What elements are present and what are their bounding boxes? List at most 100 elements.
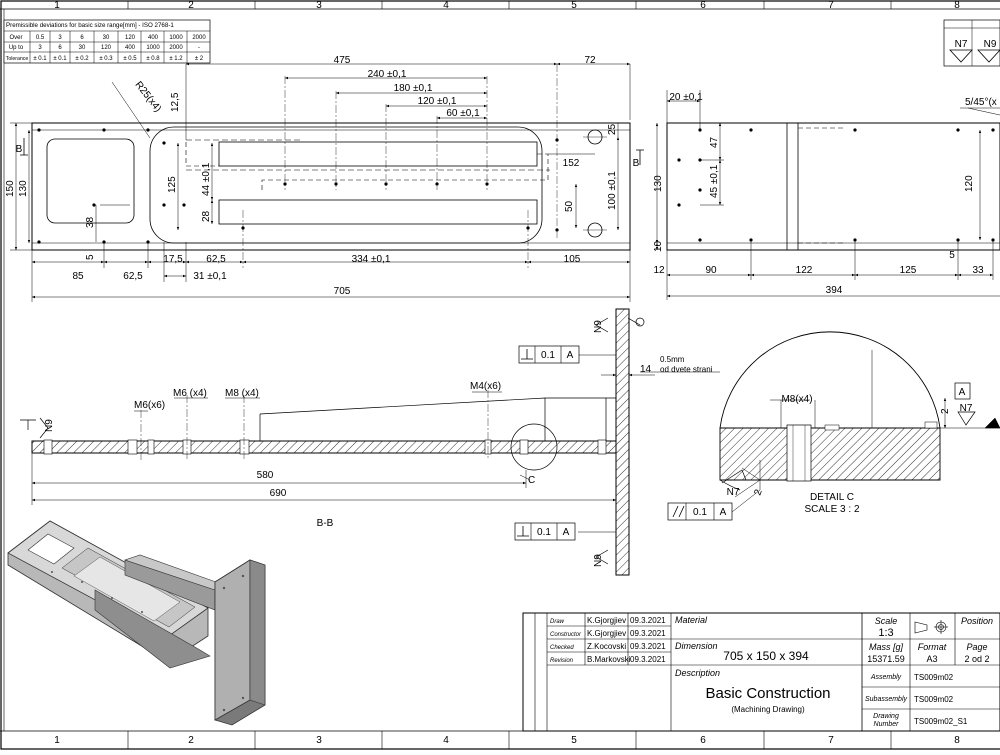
dim-180: 180 ±0,1 (394, 83, 433, 94)
slot-lower (218, 199, 538, 225)
dim-100: 100 ±0,1 (607, 171, 618, 210)
hole-pattern (37, 128, 559, 244)
dim-5: 5 (85, 254, 96, 260)
drawing-label: Drawing (873, 713, 899, 720)
callout-m6: M6(x6) (134, 400, 165, 411)
zone-labels-bottom: 1 2 3 4 5 6 7 8 (54, 735, 960, 746)
dim-62-5: 62,5 (123, 271, 143, 282)
role-name: K.Gjorgjiev (587, 629, 626, 638)
dim-125: 125 (167, 176, 178, 193)
surface-symbol-text: N7 (955, 39, 968, 50)
surface-finish-icon (595, 549, 609, 565)
tol-cell: 120 (125, 35, 136, 41)
role-label: Draw (550, 619, 565, 625)
zone-labels-top: 1 2 3 4 5 6 7 8 (54, 0, 960, 11)
fcf-detail: 0.1 A (667, 489, 761, 521)
tol-row-label: Over (9, 35, 22, 41)
role-date: 09.3.2021 (630, 655, 666, 664)
tol-cell: 3 (38, 45, 42, 51)
tol-cell: ± 0.1 (33, 56, 47, 62)
tol-cell: 1000 (169, 35, 183, 41)
dim-14: 14 (640, 364, 652, 375)
note-line: 0.5mm (660, 355, 685, 364)
section-marker: B (633, 158, 640, 169)
dim-105: 105 (564, 254, 581, 265)
slot-upper (218, 141, 538, 167)
dim-60: 60 ±0,1 (446, 108, 480, 119)
iso-window (27, 533, 75, 565)
dim-120: 120 (964, 175, 975, 192)
tol-cell: ± 0.8 (146, 56, 160, 62)
section-plate (31, 440, 617, 454)
dim-2: 2 (752, 488, 764, 497)
subassembly-label: Subassembly (865, 696, 908, 703)
fcf-value: 0.1 (541, 350, 555, 361)
section-upright (615, 308, 630, 576)
section-label: B-B (317, 518, 334, 529)
zone-label: 7 (828, 0, 834, 11)
role-date: 09.3.2021 (630, 629, 666, 638)
tolerance-table-title: Premissible deviations for basic size ra… (6, 22, 174, 29)
role-label: Revision (550, 658, 574, 664)
zone-label: 4 (443, 0, 449, 11)
tolerance-table: Premissible deviations for basic size ra… (3, 19, 211, 64)
format-value: A3 (926, 654, 937, 664)
role-name: K.Gjorgjiev (587, 616, 626, 625)
surface-finish-icon (721, 469, 747, 484)
fcf-datum: A (720, 507, 727, 518)
callout-m8-x4: M8 (x4) (225, 388, 259, 399)
dim-2: 2 (940, 408, 951, 414)
tol-cell: ± 0.5 (123, 56, 137, 62)
mass-value: 15371.59 (867, 654, 905, 664)
tol-cell: 400 (125, 45, 136, 51)
chamfer-note: 5/45°(x (965, 97, 997, 108)
role-date: 09.3.2021 (630, 616, 666, 625)
detail-view-labels: M8(x4) 2 2 N7 N7 DETAIL C SCALE 3 : 2 (727, 394, 973, 515)
tol-cell: ± 0.3 (99, 56, 113, 62)
mass-label: Mass [g] (869, 642, 904, 652)
zone-label: 8 (954, 735, 960, 746)
section-view-labels: N9 N9 N9 M6(x6) M6 (x4) M8 (x4) M4(x6) 5… (44, 320, 713, 567)
dim-90: 90 (705, 265, 717, 276)
tol-cell: ± 1.2 (169, 56, 183, 62)
scale-value: 1:3 (878, 627, 893, 639)
parallelism-icon (672, 505, 685, 518)
assembly-label: Assembly (870, 674, 902, 681)
surface-finish-icon (957, 411, 976, 426)
fcf-bottom: 0.1 A (514, 522, 576, 541)
title-block (522, 612, 1000, 732)
side-view (655, 90, 1000, 300)
tol-cell: 3 (58, 35, 62, 41)
projection-symbol-icon (914, 620, 948, 634)
zone-label: 4 (443, 735, 449, 746)
dim-12: 12 (653, 265, 665, 276)
fcf-datum: A (567, 350, 574, 361)
surface-symbol-text: N9 (593, 320, 604, 333)
datum-a-box: A (954, 382, 971, 400)
dim-31: 31 ±0,1 (193, 271, 227, 282)
zone-label: 2 (188, 735, 194, 746)
perpendicularity-icon (521, 349, 533, 360)
tol-cell: 2000 (192, 35, 206, 41)
scale-label: Scale (875, 616, 898, 626)
zone-label: 1 (54, 735, 60, 746)
page-label: Page (966, 642, 987, 652)
zone-label: 7 (828, 735, 834, 746)
description-sub: (Machining Drawing) (731, 705, 805, 714)
zone-label: 8 (954, 0, 960, 11)
surface-symbol-text: N9 (984, 39, 997, 50)
surface-finish-icon (977, 49, 1000, 63)
tol-row-label: Up to (9, 45, 24, 51)
surface-finish-icon (949, 49, 973, 63)
surface-finish-icon (635, 317, 645, 327)
fcf-top: 0.1 A (518, 345, 580, 364)
dim-475: 475 (334, 55, 351, 66)
perpendicularity-icon (517, 526, 529, 537)
drawing-label: Number (874, 721, 900, 728)
dim-38: 38 (85, 216, 96, 228)
dim-17-5: 17,5 (163, 254, 183, 265)
dim-10: 10 (653, 240, 664, 252)
dim-85: 85 (72, 271, 84, 282)
